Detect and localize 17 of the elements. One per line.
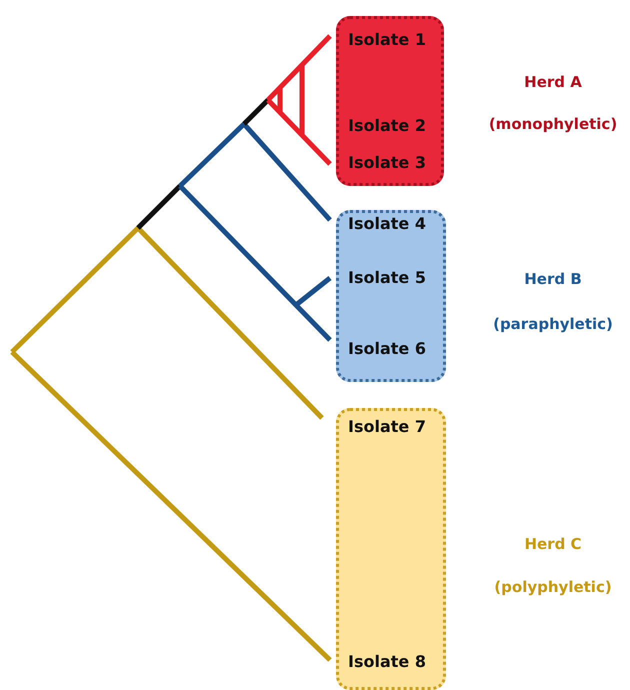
- herd-box: [336, 16, 444, 186]
- isolate-label: Isolate 4: [348, 214, 426, 233]
- group-label: Herd B: [524, 270, 582, 288]
- isolate-label: Isolate 2: [348, 116, 426, 135]
- herd-box: [336, 210, 446, 382]
- group-note: (paraphyletic): [493, 315, 613, 333]
- group-note: (polyphyletic): [494, 578, 612, 596]
- isolate-label: Isolate 8: [348, 652, 426, 671]
- group-note: (monophyletic): [488, 115, 618, 133]
- isolate-label: Isolate 5: [348, 268, 426, 287]
- herd-box: [336, 408, 446, 690]
- isolate-label: Isolate 3: [348, 153, 426, 172]
- isolate-label: Isolate 6: [348, 339, 426, 358]
- group-label: Herd C: [524, 535, 582, 553]
- isolate-label: Isolate 7: [348, 417, 426, 436]
- isolate-label: Isolate 1: [348, 30, 426, 49]
- group-label: Herd A: [524, 73, 582, 91]
